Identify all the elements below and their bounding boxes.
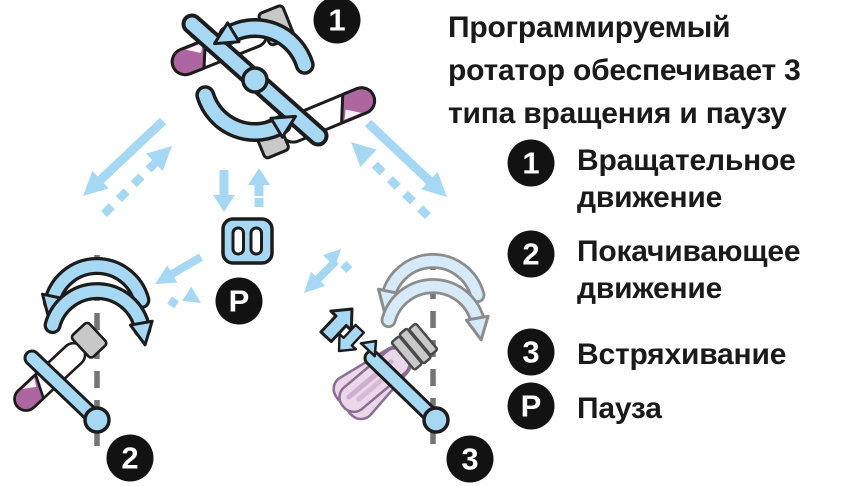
arrow-pause-to-2 bbox=[150, 253, 206, 311]
legend-label-pause: Пауза bbox=[577, 392, 662, 425]
arrow-1-to-3 bbox=[342, 119, 456, 220]
badge-pause: P bbox=[215, 277, 263, 325]
rocking-tube-icon bbox=[6, 255, 158, 448]
legend-label-2: Покачивающее движение bbox=[577, 235, 801, 305]
legend-badge-1: 1 bbox=[507, 139, 555, 187]
shaking-arc-arrows-icon bbox=[372, 253, 494, 344]
intro-line-2: ротатор обеспечивает 3 bbox=[448, 54, 801, 87]
intro-line-1: Программируемый bbox=[448, 11, 731, 44]
legend-badge-pause: P bbox=[507, 382, 555, 430]
arrow-1-to-pause bbox=[213, 168, 270, 212]
intro-line-3: типа вращения и паузу bbox=[448, 97, 787, 130]
legend-badge-2: 2 bbox=[507, 230, 555, 278]
badge-rocking: 2 bbox=[106, 434, 154, 482]
shake-arrows-icon bbox=[314, 297, 378, 360]
arrow-pause-to-3 bbox=[296, 242, 353, 301]
legend-label-3: Встряхивание bbox=[577, 338, 787, 371]
legend-label-1: Вращательное движение bbox=[577, 144, 796, 214]
rotator-icon bbox=[165, 3, 382, 161]
rocking-arrows-icon bbox=[36, 257, 158, 349]
rotation-arrows-icon bbox=[195, 18, 315, 142]
legend-badge-3: 3 bbox=[507, 328, 555, 376]
badge-rotation: 1 bbox=[313, 0, 361, 44]
shaking-tube-icon bbox=[314, 253, 494, 448]
pause-icon bbox=[221, 217, 274, 265]
intro-text: Программируемый ротатор обеспечивает 3 т… bbox=[448, 6, 858, 135]
arrow-1-to-2 bbox=[74, 117, 181, 218]
badge-shaking: 3 bbox=[446, 435, 494, 483]
